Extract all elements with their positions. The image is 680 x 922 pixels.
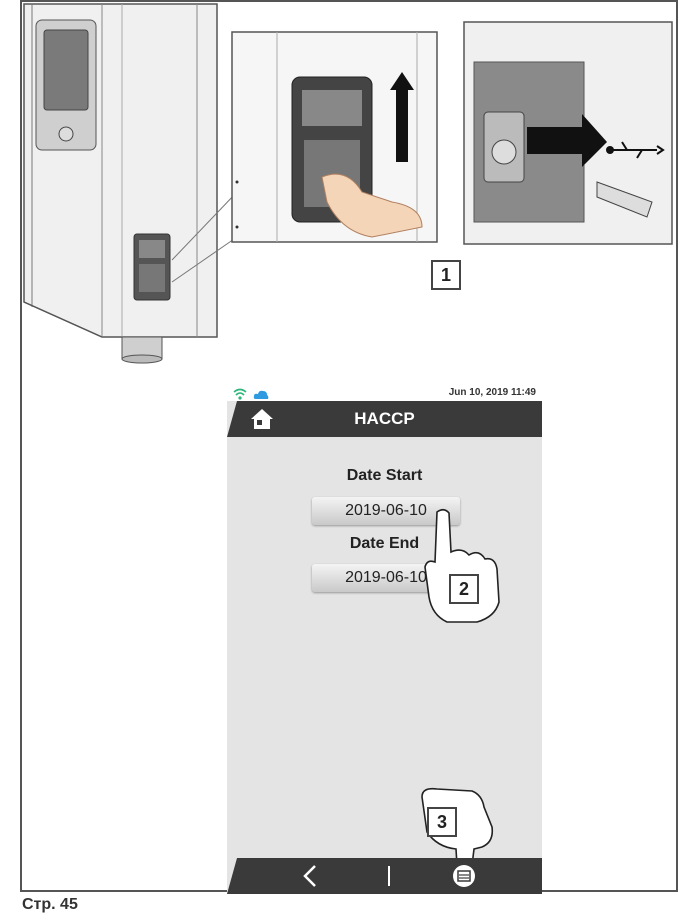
- step-3-callout: 3: [427, 807, 457, 837]
- step-1-callout: 1: [431, 260, 461, 290]
- back-icon: [297, 862, 325, 890]
- bottom-bar: [227, 858, 542, 894]
- back-button[interactable]: [297, 862, 325, 890]
- page-label: Стр. 45: [22, 896, 78, 914]
- device-screen: Jun 10, 2019 11:49 HACCP Date Start 2019…: [227, 387, 542, 894]
- hand-pointer-icon: [417, 507, 507, 627]
- cloud-icon: [253, 388, 269, 400]
- oven-illustration: [22, 2, 676, 382]
- step-2-callout: 2: [449, 574, 479, 604]
- wifi-icon: [233, 388, 247, 400]
- screen-title: HACCP: [227, 401, 542, 437]
- oven-body: [24, 4, 237, 363]
- inset-usb-port: [464, 22, 672, 244]
- date-start-label: Date Start: [227, 467, 542, 485]
- inset-open-cover: [232, 32, 437, 242]
- save-button[interactable]: [450, 862, 478, 890]
- status-bar: Jun 10, 2019 11:49: [227, 387, 542, 401]
- status-time: Jun 10, 2019 11:49: [449, 387, 536, 398]
- illustration-frame: 1 Jun 10, 2019 11:49 HACCP Date Start 2: [20, 0, 678, 892]
- save-icon: [450, 862, 478, 890]
